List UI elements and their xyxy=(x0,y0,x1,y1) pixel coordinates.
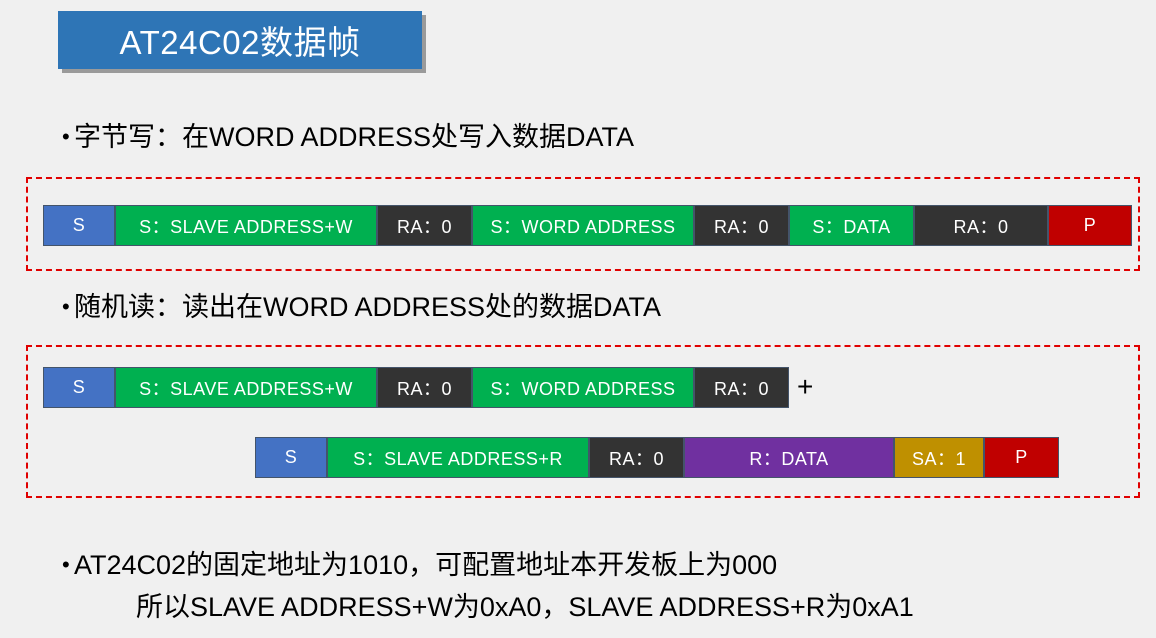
frame-box-random-read xyxy=(26,345,1140,498)
frame-segment: P xyxy=(984,437,1059,478)
bullet-marker: • xyxy=(62,294,70,319)
bullet-marker: • xyxy=(62,124,70,149)
frame-segment: S：WORD ADDRESS xyxy=(472,367,694,408)
frame-segment: SA：1 xyxy=(894,437,984,478)
bullet-byte-write: • 字节写：在WORD ADDRESS处写入数据DATA xyxy=(40,120,634,154)
frame-segment: RA：0 xyxy=(914,205,1048,246)
bullet-text: AT24C02的固定地址为1010，可配置地址本开发板上为000 xyxy=(74,550,778,580)
bullet-random-read: • 随机读：读出在WORD ADDRESS处的数据DATA xyxy=(40,290,661,324)
frame-segment: S xyxy=(43,205,115,246)
frame-segment: S：DATA xyxy=(789,205,914,246)
frame-box-byte-write xyxy=(26,177,1140,271)
frame-segment: S：SLAVE ADDRESS+R xyxy=(327,437,589,478)
frame-segment: R：DATA xyxy=(684,437,894,478)
bullet-marker: • xyxy=(62,552,70,577)
frame-segment: RA：0 xyxy=(694,367,789,408)
frame-segment: S xyxy=(255,437,327,478)
frame-segment: RA：0 xyxy=(589,437,684,478)
bullet-device-address: • AT24C02的固定地址为1010，可配置地址本开发板上为000 xyxy=(40,548,777,582)
frame-segment: RA：0 xyxy=(377,367,472,408)
frame-segment: RA：0 xyxy=(377,205,472,246)
page-title: AT24C02数据帧 xyxy=(119,24,361,61)
frame-segment: S xyxy=(43,367,115,408)
bullet-text: 随机读：读出在WORD ADDRESS处的数据DATA xyxy=(74,292,662,322)
frame-segment: RA：0 xyxy=(694,205,789,246)
device-address-detail: 所以SLAVE ADDRESS+W为0xA0，SLAVE ADDRESS+R为0… xyxy=(136,592,914,622)
frame-segment: S：SLAVE ADDRESS+W xyxy=(115,367,377,408)
plus-operator: + xyxy=(797,371,814,402)
slide-title-bar: AT24C02数据帧 xyxy=(58,11,422,69)
frame-segment: P xyxy=(1048,205,1132,246)
frame-segment: S：SLAVE ADDRESS+W xyxy=(115,205,377,246)
frame-segment: S：WORD ADDRESS xyxy=(472,205,694,246)
bullet-text: 字节写：在WORD ADDRESS处写入数据DATA xyxy=(74,122,635,152)
